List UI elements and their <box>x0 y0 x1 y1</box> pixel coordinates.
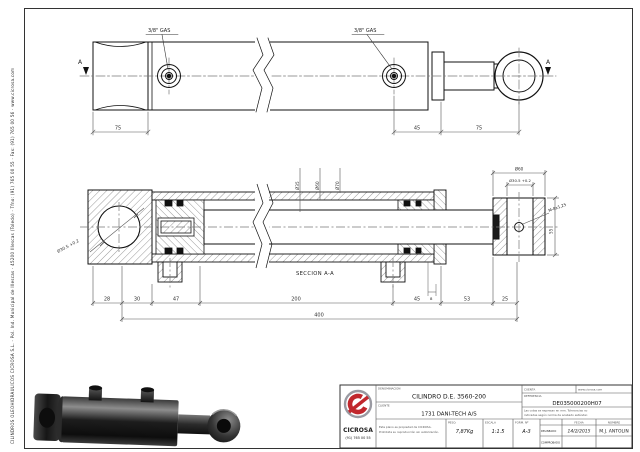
section-break-lines <box>252 183 274 269</box>
denominacion-label: DENOMINACION <box>378 387 400 391</box>
render-rear-hole <box>39 407 56 428</box>
denominacion-value: CILINDRO D.E. 3560-200 <box>412 394 486 401</box>
render-tube <box>61 396 179 447</box>
render-port-2-top <box>141 387 155 393</box>
dia-bore-label: Ø60 <box>315 181 320 190</box>
cliente-label: CLIENTE <box>378 404 390 408</box>
port-left-label: 3/8" GAS <box>148 28 170 34</box>
port-right <box>382 64 406 88</box>
section-marker-right-label: A <box>546 59 551 66</box>
formato-label: FORM. Nº <box>515 421 529 425</box>
nombre-value: M.J. ANTOLIN <box>599 429 628 435</box>
diameter-callouts: Ø35 Ø60 Ø70 <box>295 168 341 212</box>
port-right-label: 3/8" GAS <box>354 28 376 34</box>
side-company-note: CILINDROS OLEOHIDRAULICOS CICROSA S.L. ·… <box>10 68 15 444</box>
render-port-2 <box>140 389 155 403</box>
comprobado-label: COMPROBADO <box>541 441 560 445</box>
break-lines <box>252 37 275 113</box>
section-title: SECCION A-A <box>296 271 334 277</box>
dia-tube-label: Ø70 <box>335 181 340 190</box>
fecha-value: 14/2/2015 <box>567 429 590 435</box>
peso-label: PESO: <box>448 421 456 425</box>
dim-seg-2: 30 <box>134 297 140 303</box>
dim-seg-5: 45 <box>414 297 420 303</box>
render-3d <box>33 385 241 447</box>
eye-dims <box>490 170 559 258</box>
bottom-dim-chain <box>90 257 520 322</box>
dim-seg-7: 25 <box>502 297 508 303</box>
brand-name: CICROSA <box>343 427 373 434</box>
grease-thread-label: M-8x1,25 <box>548 202 568 213</box>
fecha-label: FECHA <box>574 421 583 425</box>
dim-total-label: 400 <box>314 313 324 319</box>
eye-width-label: 55 <box>549 228 554 234</box>
eye-outer-dia-label: Ø60 <box>515 167 524 172</box>
eye-bore-dia-label: Ø30.5 +0.2 <box>509 178 531 183</box>
notice-left-2: Prohibida su reproducción sin autorizaci… <box>379 430 439 434</box>
formato-value: A-3 <box>521 429 530 435</box>
render-port-1-top <box>89 385 103 391</box>
top-view: 3/8" GAS 3/8" GAS A A 75 45 75 <box>78 28 557 136</box>
boss-dim <box>427 262 437 296</box>
escala-value: 1:1.5 <box>492 429 505 435</box>
referencia-label: REFERENCIA <box>524 394 542 398</box>
dim-seg-1: 28 <box>104 297 110 303</box>
brand-phone: (91) 765 00 55 <box>345 436 370 440</box>
dia-rod-label: Ø35 <box>295 181 300 190</box>
section-marker-left-label: A <box>78 59 83 66</box>
section-view: Ø30.5 +0.2 Ø35 Ø60 Ø70 Ø60 Ø30.5 +0.2 M-… <box>56 167 568 322</box>
dim-seg-4: 200 <box>291 297 301 303</box>
port-leaders <box>145 34 393 70</box>
render-eye-highlight <box>211 409 237 416</box>
top-view-dim-lines <box>90 95 522 136</box>
notice-left-1: Este plano es propiedad de CICROSA. <box>379 425 432 429</box>
dim-seg-6: 53 <box>464 297 470 303</box>
cicrosa-logo-icon <box>343 389 373 419</box>
escala-label: ESCALA <box>485 421 496 425</box>
title-block: CICROSA (91) 765 00 55 DENOMINACION CILI… <box>339 384 633 449</box>
cliente-value: 1731 DANI-TECH A/S <box>421 412 477 418</box>
nombre-label: NOMBRE <box>608 421 621 425</box>
render-eye-hole <box>216 418 231 433</box>
notice-right-2: indicadas según norma de acabado estánda… <box>524 413 588 417</box>
dim-cap-length: 75 <box>115 126 121 132</box>
delineado-label: DELINEADO <box>541 429 556 433</box>
dim-end-to-eye: 75 <box>476 126 482 132</box>
title-block-grid <box>375 385 632 448</box>
dim-seg-3: 47 <box>173 297 179 303</box>
section-centerlines <box>80 192 560 288</box>
dim-port-to-end: 45 <box>414 126 420 132</box>
notice-right-1: Las cotas se expresan en mm. Tolerancias… <box>524 409 588 413</box>
boss-dim-label: 8 <box>430 296 433 301</box>
section-arrow-left-icon <box>83 67 89 75</box>
peso-value: 7,87Kg <box>456 429 474 435</box>
barrel-walls <box>151 189 447 265</box>
render-port-1 <box>88 387 103 401</box>
section-arrow-right-icon <box>545 67 551 75</box>
referencia-value: DE035000200H07 <box>552 401 601 407</box>
cuenta-label: CUENTA <box>524 388 535 392</box>
port-left <box>157 64 181 88</box>
render-rod <box>177 414 211 435</box>
web-label: www.cicrosa.com <box>578 388 602 392</box>
